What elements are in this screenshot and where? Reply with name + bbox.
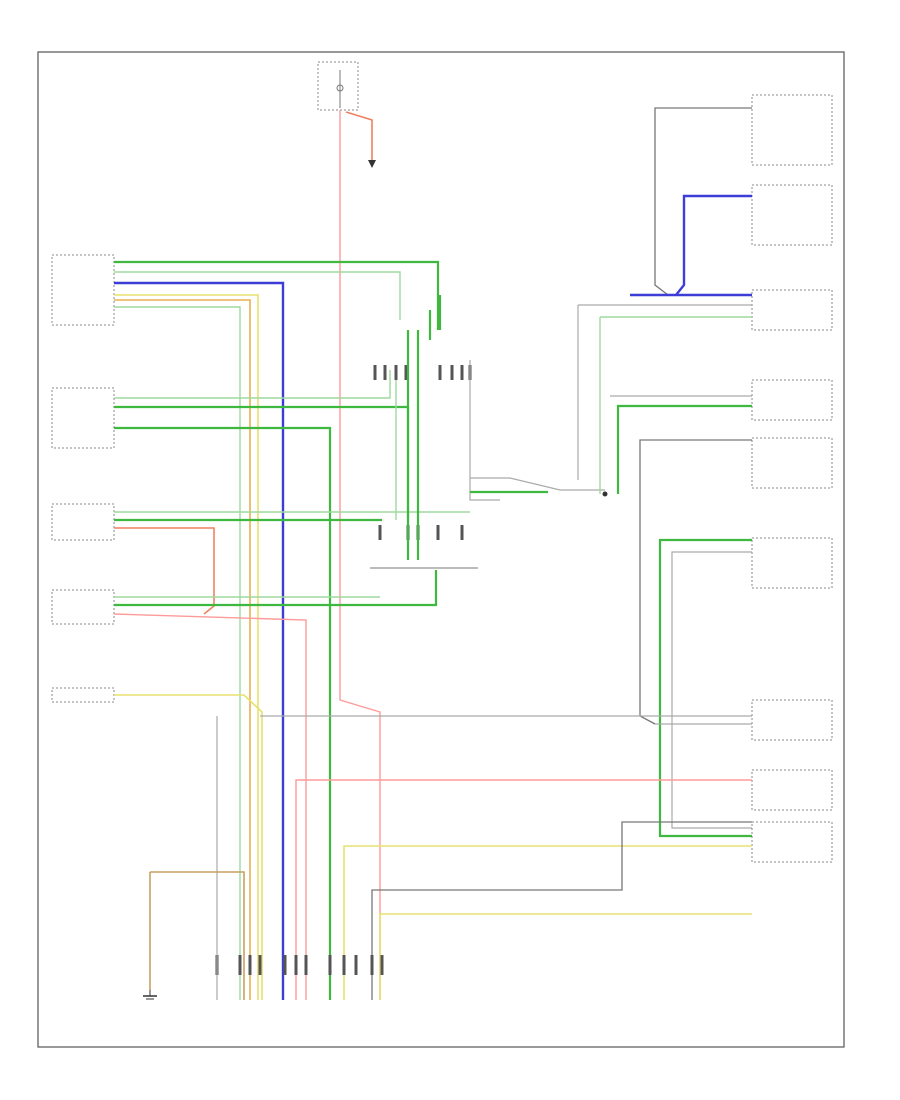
right-module-8 bbox=[751, 769, 833, 811]
right-module-9 bbox=[751, 821, 833, 863]
right-module-1 bbox=[751, 94, 833, 166]
left-module-3 bbox=[51, 503, 115, 541]
center-junction bbox=[370, 365, 478, 569]
left-module-4 bbox=[51, 589, 115, 625]
bottom-connector bbox=[215, 955, 384, 975]
right-module-2 bbox=[751, 184, 833, 246]
left-module-2 bbox=[51, 387, 115, 449]
right-module-7 bbox=[751, 699, 833, 741]
diagram-frame bbox=[37, 51, 845, 1048]
right-module-6 bbox=[751, 537, 833, 589]
right-module-5 bbox=[751, 437, 833, 489]
right-module-3 bbox=[751, 289, 833, 331]
left-sensor bbox=[51, 687, 115, 703]
left-module-1 bbox=[51, 254, 115, 326]
top-fuse-block bbox=[317, 61, 359, 111]
ground-symbol bbox=[143, 990, 157, 1000]
right-module-4 bbox=[751, 379, 833, 421]
